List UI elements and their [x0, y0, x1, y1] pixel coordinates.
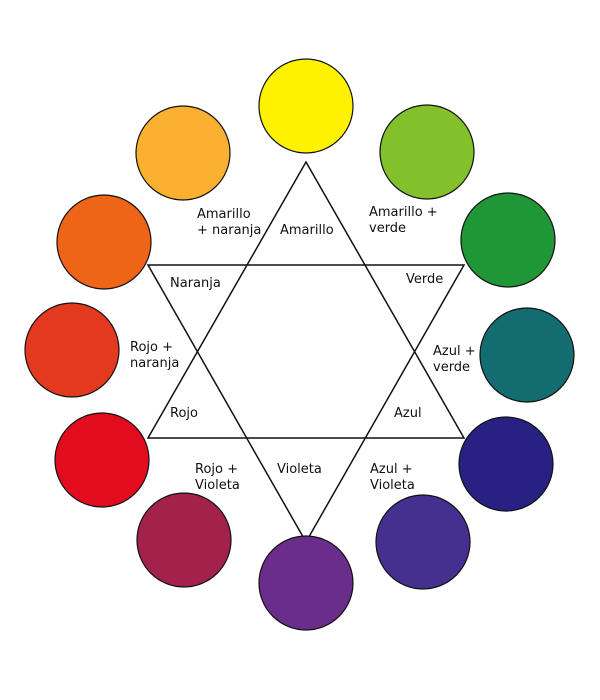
color-circle-amarillo [258, 58, 354, 154]
label-naranja: Naranja [170, 276, 221, 291]
upward-triangle [146, 160, 466, 439]
color-circle-rojo-naranja [24, 302, 120, 398]
color-circle-azul [458, 416, 554, 512]
color-circle-verde [460, 192, 556, 288]
color-circle-azul-violeta [375, 494, 471, 590]
color-circle-amarillo-naranja [135, 105, 231, 201]
color-circle-rojo [54, 412, 150, 508]
label-violeta: Violeta [277, 462, 322, 477]
color-circle-rojo-violeta [136, 492, 232, 588]
label-rojo: Rojo [170, 406, 198, 421]
label-verde: Verde [406, 272, 443, 287]
label-azul: Azul [394, 406, 422, 421]
color-circle-amarillo-verde [379, 104, 475, 200]
label-azul-violeta: Azul +Violeta [370, 462, 415, 493]
label-amarillo-verde: Amarillo +verde [369, 205, 438, 236]
color-circle-violeta [258, 535, 354, 631]
label-amarillo: Amarillo [280, 223, 334, 238]
downward-triangle [146, 264, 466, 544]
label-rojo-naranja: Rojo +naranja [130, 340, 179, 371]
color-circle-naranja [56, 194, 152, 290]
label-rojo-violeta: Rojo +Violeta [195, 462, 240, 493]
label-amarillo-naranja: Amarillo+ naranja [197, 207, 261, 238]
color-circle-azul-verde [479, 307, 575, 403]
label-azul-verde: Azul +verde [433, 344, 476, 375]
